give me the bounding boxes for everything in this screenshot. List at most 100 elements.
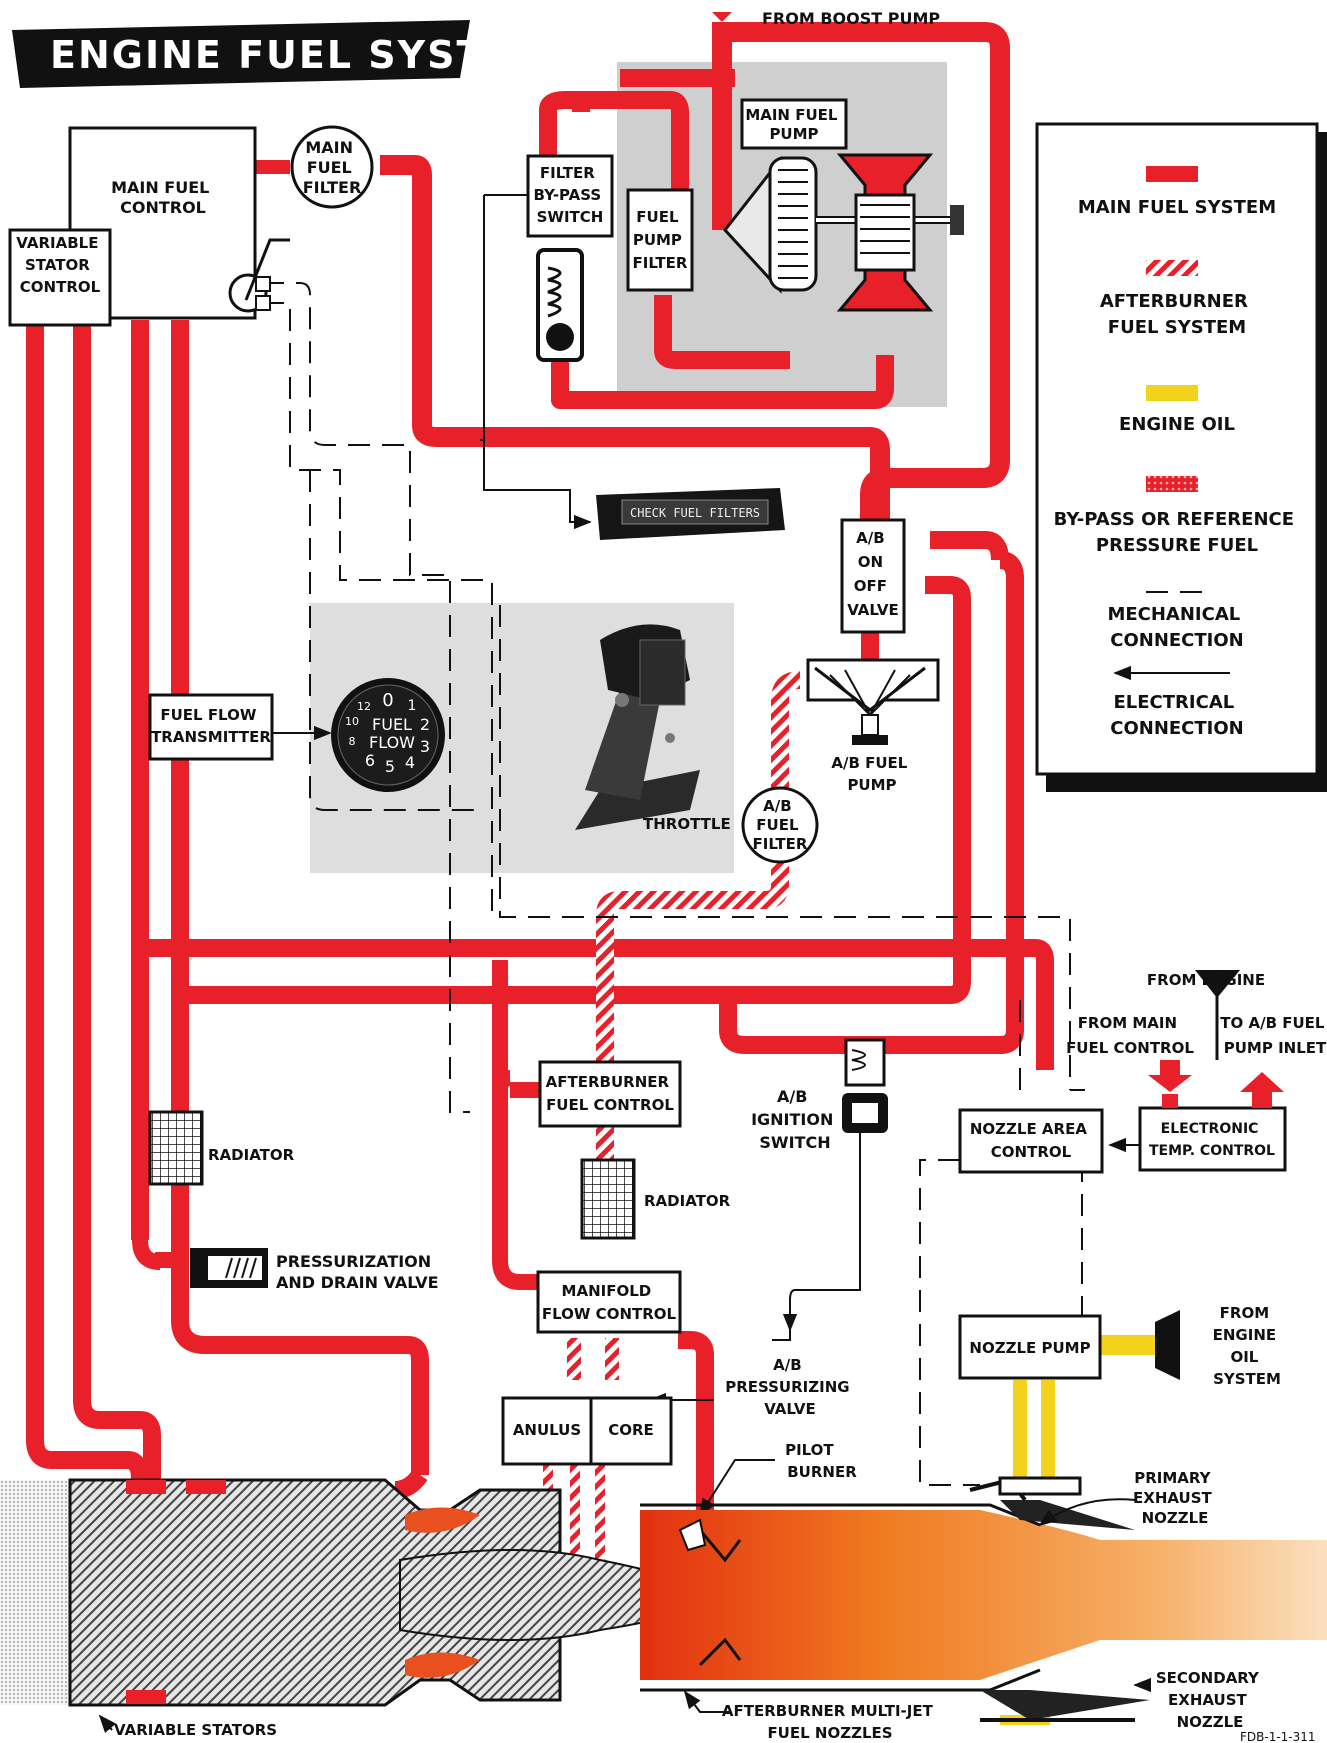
gauge-n2: 2 bbox=[420, 715, 430, 734]
gauge-n8: 8 bbox=[349, 735, 356, 748]
from-engine-oil-label-1: FROM bbox=[1220, 1304, 1269, 1322]
legend-box bbox=[1037, 124, 1317, 774]
pressurization-valve-label-1: PRESSURIZATION bbox=[276, 1252, 431, 1271]
ab-fuel-filter-label-2: FUEL bbox=[756, 816, 799, 834]
check-fuel-filters-label: CHECK FUEL FILTERS bbox=[630, 506, 760, 520]
main-fuel-filter-label-1: MAIN bbox=[305, 138, 353, 157]
ab-fuel-pump-label-1: A/B FUEL bbox=[831, 754, 907, 772]
secondary-exhaust-nozzle-label-1: SECONDARY bbox=[1156, 1669, 1260, 1687]
gauge-n6: 6 bbox=[365, 751, 375, 770]
boost-pump-label: FROM BOOST PUMP bbox=[762, 9, 940, 28]
svg-text:A/B FUEL PUMP: A/B FUEL PUMP bbox=[831, 754, 912, 794]
legend-label-afterburner-1: AFTERBURNER bbox=[1100, 291, 1248, 312]
nozzle-area-control-label-1: NOZZLE AREA bbox=[970, 1120, 1087, 1138]
ab-ignition-switch-icon bbox=[842, 1040, 888, 1133]
svg-text:MAIN FUEL FILTER: MAIN FUEL FILTER bbox=[303, 138, 362, 197]
legend-label-mechanical-2: CONNECTION bbox=[1110, 630, 1244, 651]
legend-label-main-fuel: MAIN FUEL SYSTEM bbox=[1078, 197, 1276, 218]
svg-text:MAIN FUEL CONTROL: MAIN FUEL CONTROL bbox=[111, 178, 215, 217]
ab-on-off-valve-label-4: VALVE bbox=[847, 601, 899, 619]
electronic-temp-control-box bbox=[1140, 1108, 1285, 1170]
svg-text:FILTER BY-PASS SWITCH: FILTER BY-PASS SWITCH bbox=[534, 164, 607, 226]
fuel-pump-filter-label-1: FUEL bbox=[636, 208, 679, 226]
from-engine-oil-label-2: ENGINE bbox=[1213, 1326, 1277, 1344]
ab-fuel-filter-label-1: A/B bbox=[763, 797, 792, 815]
page-title: ENGINE FUEL SYSTEM bbox=[50, 33, 552, 77]
afterburner-fuel-control-label-2: FUEL CONTROL bbox=[546, 1096, 674, 1114]
fuel-pump-filter-label-3: FILTER bbox=[633, 254, 688, 272]
gauge-zero: 0 bbox=[382, 690, 393, 711]
ab-on-off-valve-label-1: A/B bbox=[856, 529, 885, 547]
nozzle-area-control-label-2: CONTROL bbox=[991, 1143, 1072, 1161]
gauge-n12: 12 bbox=[357, 700, 371, 713]
fuel-flow-transmitter-label-1: FUEL FLOW bbox=[160, 706, 256, 724]
to-ab-fuel-pump-inlet-label-1: TO A/B FUEL bbox=[1220, 1014, 1325, 1032]
variable-stators-leader bbox=[100, 1716, 112, 1730]
gauge-n1: 1 bbox=[408, 698, 417, 714]
legend-label-electrical-1: ELECTRICAL bbox=[1114, 692, 1235, 713]
legend: MAIN FUEL SYSTEM AFTERBURNER FUEL SYSTEM… bbox=[1037, 124, 1327, 792]
electronic-temp-control-label-2: TEMP. CONTROL bbox=[1149, 1143, 1275, 1159]
from-engine-label: FROM ENGINE bbox=[1147, 971, 1265, 989]
afterburner-flame bbox=[640, 1510, 1327, 1680]
down-arrow-icon bbox=[1148, 1060, 1192, 1092]
oil-inlet-arrow-icon bbox=[1155, 1310, 1180, 1380]
title-banner: ENGINE FUEL SYSTEM bbox=[12, 20, 552, 88]
fuel-flow-transmitter-box bbox=[150, 695, 272, 759]
bypass-spring-icon bbox=[538, 250, 582, 360]
legend-label-electrical-2: CONNECTION bbox=[1110, 718, 1244, 739]
throttle-label: THROTTLE bbox=[643, 815, 731, 833]
svg-text:FROM ENGINE OIL SY: FROM ENGINE OIL SYSTEM bbox=[1213, 1304, 1282, 1388]
ab-ignition-switch-label-3: SWITCH bbox=[759, 1133, 830, 1152]
legend-label-engine-oil: ENGINE OIL bbox=[1119, 414, 1235, 435]
legend-label-afterburner-2: FUEL SYSTEM bbox=[1108, 317, 1246, 338]
afterburner-fuel-control-box bbox=[540, 1062, 680, 1126]
anulus-label: ANULUS bbox=[513, 1421, 581, 1439]
secondary-exhaust-nozzle-label-3: NOZZLE bbox=[1177, 1713, 1244, 1731]
stator-band-1 bbox=[126, 1480, 166, 1494]
legend-swatch-afterburner bbox=[1146, 260, 1198, 276]
pilot-burner-label-2: BURNER bbox=[787, 1463, 857, 1481]
ab-pressurizing-valve-label-2: PRESSURIZING bbox=[725, 1378, 849, 1396]
electronic-temp-control-label-1: ELECTRONIC bbox=[1161, 1121, 1259, 1137]
check-fuel-filters-indicator: CHECK FUEL FILTERS bbox=[596, 488, 785, 540]
main-fuel-pump-label-2: PUMP bbox=[769, 125, 818, 143]
radiator-center-icon bbox=[582, 1160, 634, 1238]
stator-band-3 bbox=[186, 1480, 226, 1494]
svg-text:AFTERBURNER MULTI-JET FUEL: AFTERBURNER MULTI-JET FUEL NOZZLES bbox=[722, 1702, 938, 1742]
main-fuel-control-label-1: MAIN FUEL bbox=[111, 178, 209, 197]
from-main-fuel-control-label-1: FROM MAIN bbox=[1078, 1014, 1177, 1032]
afterburner-fuel-control-label-1: AFTERBURNER bbox=[546, 1073, 670, 1091]
ab-ignition-switch-label-2: IGNITION bbox=[751, 1110, 833, 1129]
stator-band-2 bbox=[126, 1690, 166, 1704]
svg-text:FUEL PUMP FILTER: FUEL PUMP FILTER bbox=[633, 208, 688, 272]
variable-stator-control-label-2: STATOR bbox=[25, 256, 90, 274]
variable-stators-label: VARIABLE STATORS bbox=[114, 1721, 277, 1739]
ab-multijet-nozzles-label-2: FUEL NOZZLES bbox=[767, 1724, 892, 1742]
svg-text:PRESSURIZATION AND DRAIN V: PRESSURIZATION AND DRAIN VALVE bbox=[276, 1252, 439, 1292]
radiator-left-label: RADIATOR bbox=[208, 1146, 295, 1164]
svg-text:A/B PRESSURIZING VALVE: A/B PRESSURIZING VALVE bbox=[725, 1356, 855, 1418]
pressurization-valve-icon bbox=[190, 1248, 268, 1288]
filter-bypass-switch-label-1: FILTER bbox=[540, 164, 595, 182]
radiator-left-icon bbox=[150, 1112, 202, 1184]
main-fuel-pump-label-1: MAIN FUEL bbox=[745, 106, 838, 124]
legend-swatch-main-fuel bbox=[1146, 166, 1198, 182]
from-engine-oil-label-3: OIL bbox=[1230, 1348, 1258, 1366]
svg-text:FROM MAIN FUEL CONTROL: FROM MAIN FUEL CONTROL bbox=[1066, 1014, 1194, 1057]
gauge-label-flow: FLOW bbox=[369, 733, 415, 752]
nozzle-pump-label: NOZZLE PUMP bbox=[969, 1339, 1090, 1357]
ab-fuel-filter-label-3: FILTER bbox=[753, 835, 808, 853]
svg-text:VARIABLE STATOR CONTRO: VARIABLE STATOR CONTROL bbox=[16, 234, 103, 296]
radiator-center-label: RADIATOR bbox=[644, 1192, 731, 1210]
core-label: CORE bbox=[608, 1421, 654, 1439]
figure-id: FDB-1-1-311 bbox=[1240, 1730, 1316, 1743]
boost-pump-inlet-icon bbox=[712, 12, 732, 22]
ab-fuel-pump-label-2: PUMP bbox=[847, 776, 896, 794]
manifold-flow-control-label-1: MANIFOLD bbox=[562, 1282, 652, 1300]
legend-swatch-engine-oil bbox=[1146, 385, 1198, 401]
pilot-burner-label-1: PILOT bbox=[785, 1441, 834, 1459]
legend-label-bypass-1: BY-PASS OR REFERENCE bbox=[1054, 509, 1294, 530]
gauge-n4: 4 bbox=[405, 753, 415, 772]
main-fuel-control-label-2: CONTROL bbox=[120, 198, 206, 217]
